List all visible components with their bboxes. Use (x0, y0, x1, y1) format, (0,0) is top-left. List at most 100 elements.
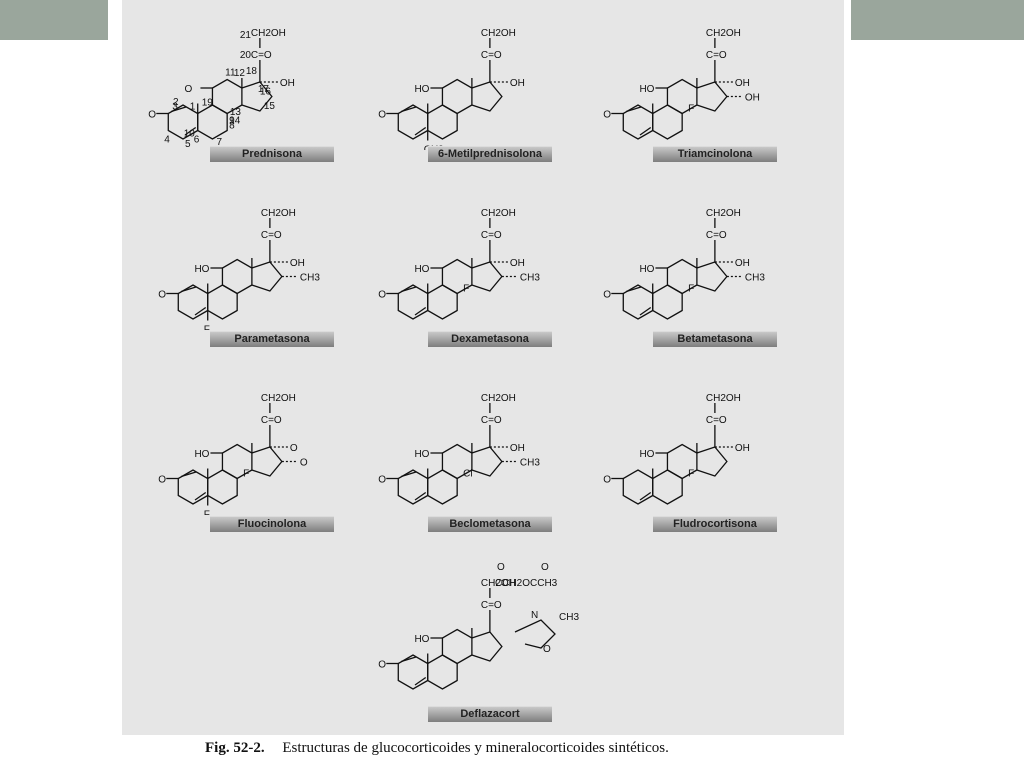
compound-name-label: Betametasona (653, 331, 777, 347)
carbon-number-6: 6 (194, 135, 200, 146)
ketone-oxygen-label: O (148, 110, 156, 121)
carbon-number-8: 8 (229, 121, 235, 132)
ketone-oxygen-label: O (158, 290, 166, 301)
c11-substituent-label: HO (414, 264, 429, 275)
ketone-oxygen-label: O (158, 475, 166, 486)
structure-dexametasona: O C=O CH2OH OH CH3 HO F (365, 190, 585, 330)
c16-substituent-label: CH3 (300, 273, 320, 284)
carbon-number-12: 12 (234, 68, 246, 79)
structure-6-metilprednisolona: OC=OCH2OHOHHOCH3 (365, 10, 585, 156)
c11-substituent-label: HO (639, 84, 654, 95)
carbon-number-20: 20 (240, 50, 252, 61)
carbon-number-19: 19 (202, 98, 214, 109)
hydroxymethyl-label: CH2OH (706, 208, 741, 219)
ketone-oxygen-label: O (378, 110, 386, 121)
structure-drawing: O C=O CH2OH OH CH3 HO F (158, 208, 320, 336)
carbon-number-17: 17 (258, 84, 270, 95)
carbon-number-14: 14 (229, 116, 241, 127)
carbonyl-label: C=O (261, 415, 282, 426)
compound-name-label: Fluocinolona (210, 516, 334, 532)
ester-carbonyl-label-2: O (541, 562, 549, 573)
c9-substituent-label: F (688, 469, 694, 480)
ketone-oxygen-label: O (603, 110, 611, 121)
hydroxymethyl-label: CH2OH (481, 208, 516, 219)
c9-substituent-label: F (463, 284, 469, 295)
c11-substituent-label: HO (194, 264, 209, 275)
ketone-oxygen-label: O (378, 290, 386, 301)
c11-substituent-label: HO (194, 449, 209, 460)
c11-substituent-label: HO (414, 84, 429, 95)
hydroxymethyl-label: CH2OH (481, 28, 516, 39)
carbonyl-label: C=O (706, 230, 727, 241)
c9-substituent-label: F (688, 284, 694, 295)
c9-substituent-label: F (688, 104, 694, 115)
carbon-number-9: 9 (229, 116, 235, 127)
c9-substituent-label: F (243, 469, 249, 480)
c17-substituent-label: OH (510, 78, 525, 89)
hydroxymethyl-label: CH2OH (706, 393, 741, 404)
c16-substituent-label: CH3 (520, 273, 540, 284)
hydroxymethyl-label: CH2OH (261, 393, 296, 404)
carbon-number-7: 7 (216, 137, 222, 148)
ketone-oxygen-label: O (378, 660, 386, 671)
c17-substituent-label: OH (735, 78, 750, 89)
carbonyl-label: C=O (481, 230, 502, 241)
compound-name-label: 6-Metilprednisolona (428, 146, 552, 162)
figure-panel (122, 0, 844, 735)
figure-caption-text: Estructuras de glucocorticoides y minera… (282, 740, 669, 756)
structure-parametasona: O C=O CH2OH OH CH3 HO F (145, 190, 365, 336)
compound-name-label: Prednisona (210, 146, 334, 162)
c17-substituent-label: OH (510, 258, 525, 269)
compound-name-label: Parametasona (210, 331, 334, 347)
c11-substituent-label: HO (639, 264, 654, 275)
carbonyl-label: C=O (481, 600, 502, 611)
c16-substituent-label: CH3 (520, 458, 540, 469)
carbonyl-label: C=O (481, 415, 502, 426)
c11-substituent-label: HO (639, 449, 654, 460)
carbonyl-label: C=O (261, 230, 282, 241)
hydroxymethyl-label: CH2OH (251, 28, 286, 39)
structure-drawing: OC=OCH2OHOHHOCH3 (378, 28, 525, 156)
c16-substituent-label: CH3 (745, 273, 765, 284)
hydroxymethyl-label: CH2OH (261, 208, 296, 219)
compound-name-label: Deflazacort (428, 706, 552, 722)
carbon-number-3: 3 (172, 102, 178, 113)
ester-carbonyl-label-1: O (497, 562, 505, 573)
hydroxymethyl-label: CH2OH (481, 393, 516, 404)
carbon-number-11: 11 (225, 68, 236, 79)
c17-substituent-label: OH (280, 78, 295, 89)
c6-substituent-label: F (204, 325, 210, 331)
compound-name-label: Beclometasona (428, 516, 552, 532)
c17-substituent-label: O (290, 443, 298, 454)
carbonyl-label: C=O (481, 50, 502, 61)
carbonyl-label: C=O (251, 50, 272, 61)
carbon-number-1: 1 (190, 102, 196, 113)
c17-substituent-label: OH (290, 258, 305, 269)
c9-substituent-label: Cl (463, 469, 472, 480)
ketone-oxygen-label: O (378, 475, 386, 486)
ester-chain-label: CCH2OCCH3 (495, 578, 558, 589)
carbonyl-label: C=O (706, 50, 727, 61)
carbon-number-2: 2 (173, 97, 179, 108)
c17-substituent-label: OH (735, 258, 750, 269)
carbon-number-13: 13 (230, 107, 242, 118)
c6-substituent-label: F (204, 510, 210, 516)
decorative-bar-right (851, 0, 1024, 40)
carbon-number-5: 5 (185, 139, 191, 150)
c17-substituent-label: OH (735, 443, 750, 454)
c11-substituent-label: HO (414, 449, 429, 460)
compound-name-label: Dexametasona (428, 331, 552, 347)
ketone-oxygen-label: O (603, 475, 611, 486)
